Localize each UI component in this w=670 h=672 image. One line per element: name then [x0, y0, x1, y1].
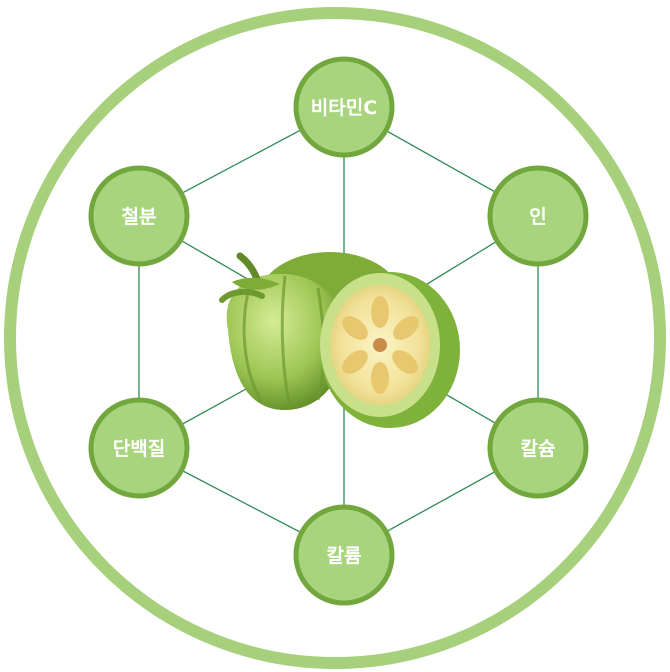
whole-fruit: [219, 252, 345, 410]
outer-ring: [4, 7, 666, 669]
node-label-iron: 철분: [122, 206, 157, 228]
node-label-phosphorus: 인: [529, 206, 546, 228]
node-label-potassium: 칼륨: [327, 545, 362, 567]
node-phosphorus: 인: [487, 165, 589, 267]
node-iron: 철분: [88, 165, 190, 267]
node-potassium: 칼륨: [293, 504, 395, 606]
garcinia-fruit-image: [219, 252, 460, 428]
node-vitamin-c: 비타민C: [293, 56, 395, 158]
node-label-calcium: 칼슘: [521, 438, 556, 460]
node-calcium: 칼슘: [487, 397, 589, 499]
node-protein: 단백질: [88, 397, 190, 499]
cut-fruit-half: [320, 272, 460, 428]
node-label-vitamin-c: 비타민C: [311, 97, 377, 119]
node-label-protein: 단백질: [113, 438, 165, 460]
